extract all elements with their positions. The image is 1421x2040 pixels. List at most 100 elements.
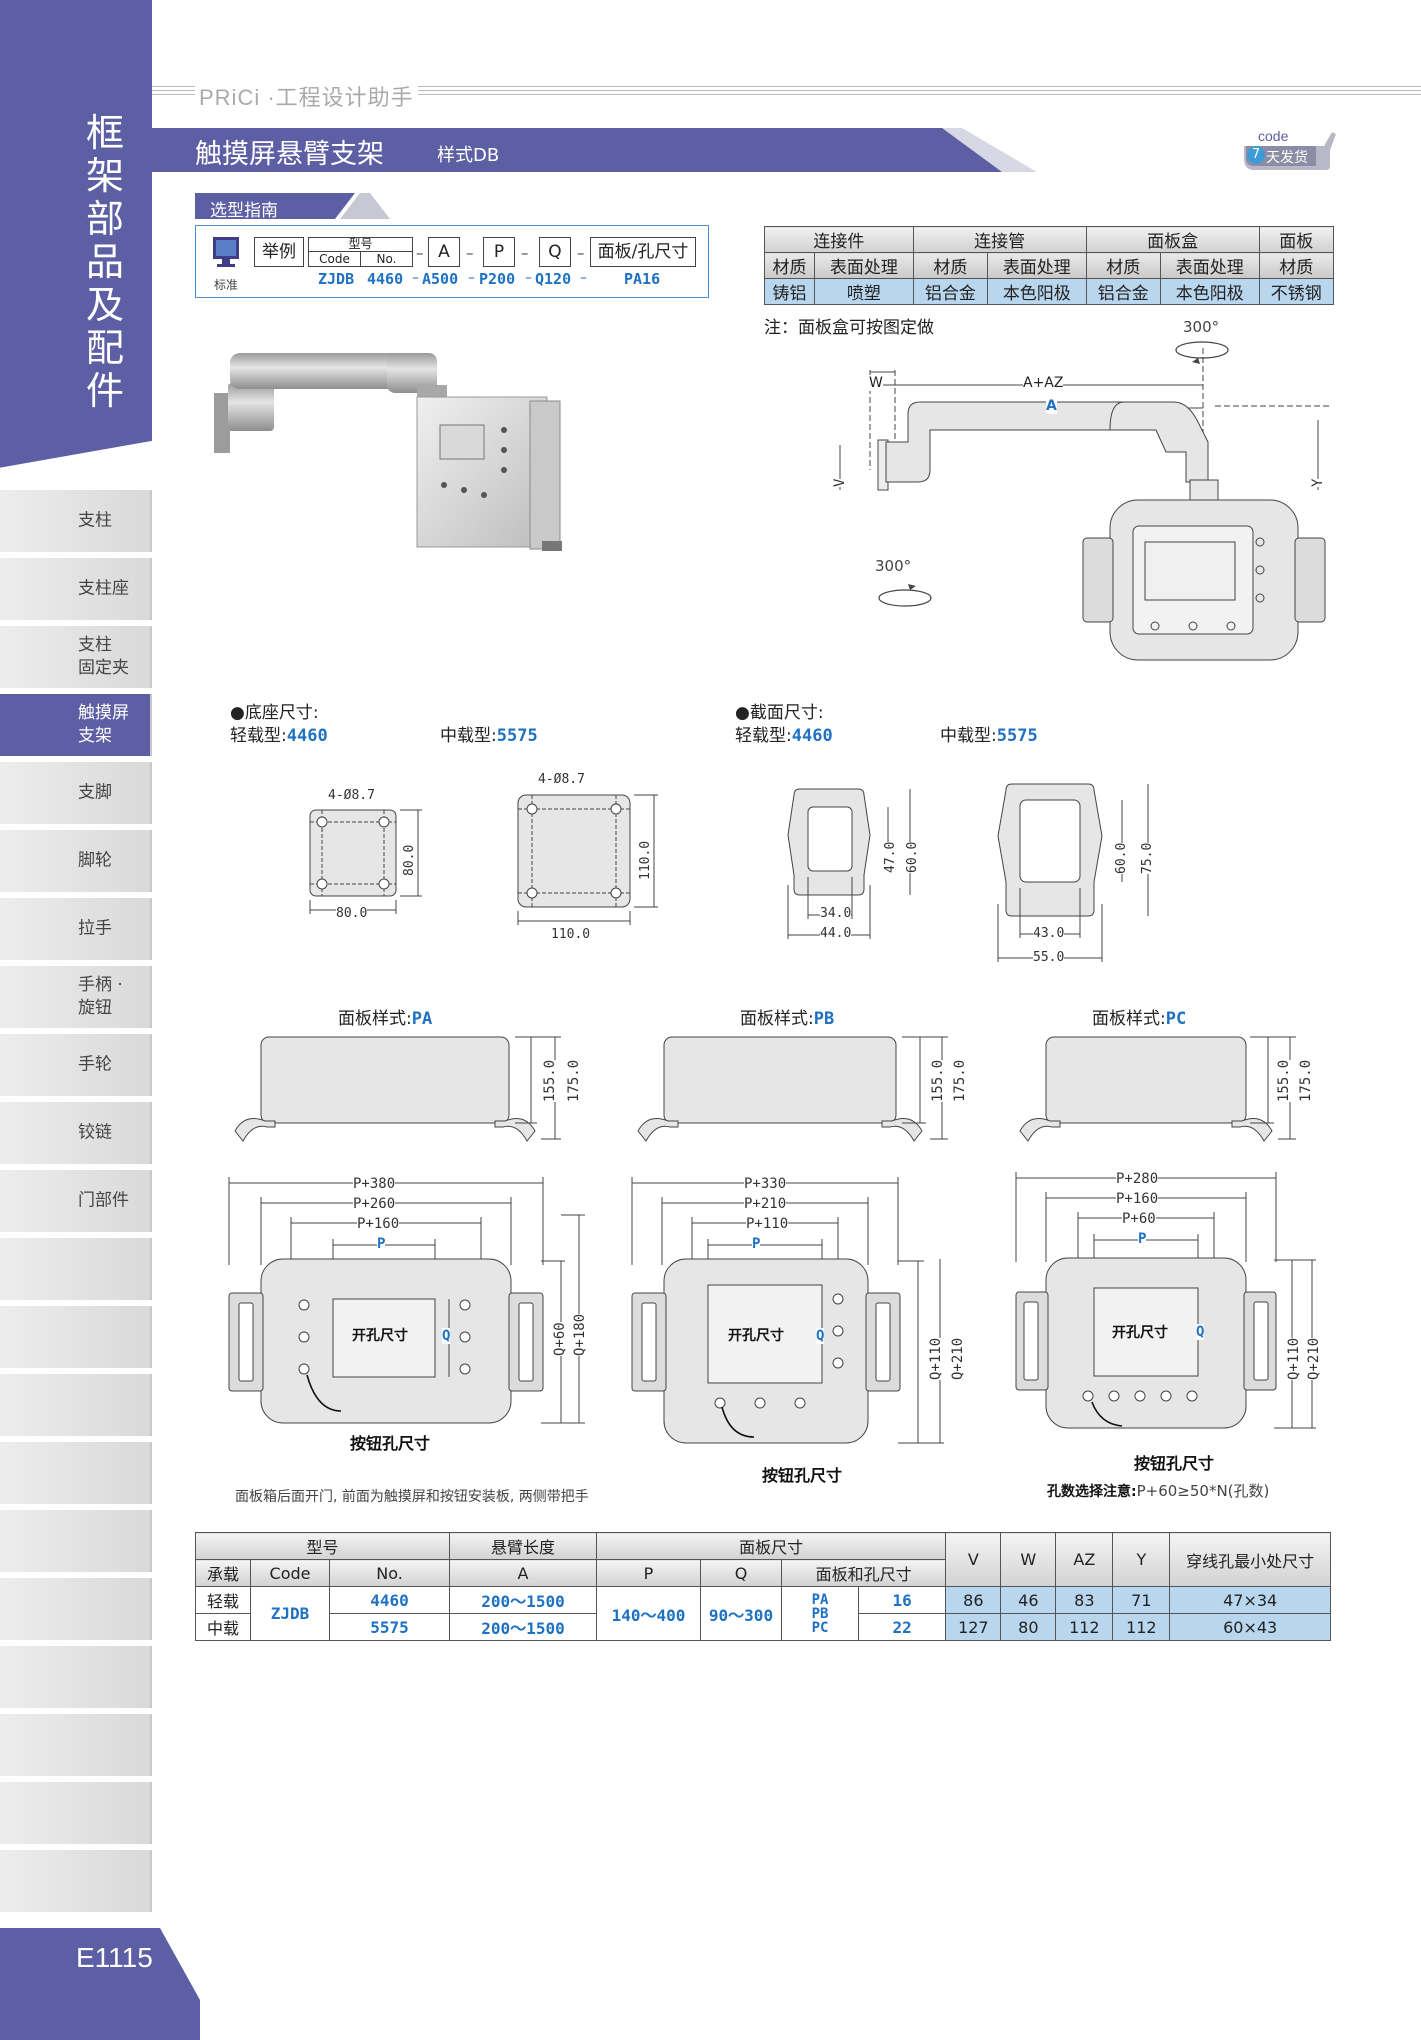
base-light-row: 轻载型:4460 — [230, 721, 328, 746]
panel-style-pc-label: 面板样式:PC — [1092, 1009, 1187, 1029]
spec-panel-code: PA — [811, 1591, 829, 1608]
spec-panel-code: PC — [811, 1619, 829, 1636]
spec-w: 80 — [1000, 1613, 1057, 1641]
sidebar-item-label: 脚轮 — [78, 850, 112, 871]
sidebar-item-pillar-base[interactable]: 支柱座 — [0, 558, 152, 620]
spec-hole: 22 — [857, 1613, 947, 1641]
brand-rule — [152, 86, 1421, 98]
page-number: E1115 — [76, 1942, 153, 1973]
panel-pa-q: Q — [442, 1328, 451, 1344]
sidebar-item-handle-knob[interactable]: 手柄 · 旋钮 — [0, 966, 152, 1028]
assembly-drawing — [839, 341, 1330, 661]
spec-q: 90～300 — [700, 1586, 782, 1641]
spec-a: 200～1500 — [449, 1586, 597, 1614]
base-medium-code: 5575 — [496, 726, 538, 746]
hole-note: 孔数选择注意:P+60≥50*N(孔数) — [1047, 1480, 1269, 1501]
base-medium-drawing — [517, 794, 658, 925]
sidebar-item-handwheel[interactable]: 手轮 — [0, 1034, 152, 1096]
panel-pc-button-holes-label: 按钮孔尺寸 — [1134, 1454, 1215, 1473]
base-light-label: 轻载型: — [230, 726, 287, 746]
panel-pc-width-2: P+160 — [1116, 1191, 1159, 1207]
panel-pb-height-2: 175.0 — [952, 1059, 968, 1102]
panel-note: 面板箱后面开门, 前面为触摸屏和按钮安装板, 两侧带把手 — [235, 1489, 589, 1505]
sidebar-item-empty — [0, 1646, 152, 1708]
panel-pb-width-3: P+110 — [746, 1216, 789, 1232]
sidebar-item-empty — [0, 1374, 152, 1436]
panel-pa-width-1: P+380 — [353, 1176, 396, 1192]
sidebar-item-feet[interactable]: 支脚 — [0, 762, 152, 824]
assembly-dim-a-az: A+AZ — [1023, 375, 1064, 391]
sidebar-item-door-parts[interactable]: 门部件 — [0, 1170, 152, 1232]
material-group: 连接管 — [912, 226, 1087, 253]
panel-pa-q1: Q+60 — [552, 1322, 568, 1356]
panel-pb-width-2: P+210 — [744, 1196, 787, 1212]
sidebar-item-pillar[interactable]: 支柱 — [0, 490, 152, 552]
guide-value-separator: – — [580, 270, 587, 286]
sidebar-item-touchscreen-bracket[interactable]: 触摸屏 支架 — [0, 694, 152, 756]
panel-pb-side-view — [637, 1036, 948, 1142]
base-medium-holes: 4-Ø8.7 — [538, 772, 585, 787]
spec-table: 型号 悬臂长度 面板尺寸 V W AZ Y 穿线孔最小处尺寸 承载 Code N… — [195, 1532, 1331, 1641]
base-medium-width: 110.0 — [551, 927, 591, 942]
panel-pc-front-view — [1015, 1172, 1316, 1429]
hole-note-formula: P+60≥50*N(孔数) — [1136, 1482, 1270, 1500]
guide-value-a: A500 — [422, 270, 459, 288]
panel-style-pc-code: PC — [1165, 1009, 1187, 1029]
spec-load: 中载 — [195, 1613, 251, 1641]
section-light-code: 4460 — [791, 726, 833, 746]
assembly-dim-a: A — [1046, 398, 1057, 414]
panel-pc-width-1: P+280 — [1116, 1171, 1159, 1187]
spec-v: 86 — [945, 1586, 1002, 1614]
sidebar-item-hinge[interactable]: 铰链 — [0, 1102, 152, 1164]
sidebar-header-notch — [0, 440, 152, 468]
material-group: 面板 — [1258, 226, 1335, 253]
material-value: 铸铝 — [763, 278, 816, 305]
section-medium-inner-width: 43.0 — [1033, 926, 1065, 941]
section-medium-inner-height: 60.0 — [1114, 842, 1129, 874]
sidebar-item-label: 手柄 · 旋钮 — [78, 975, 123, 1018]
sidebar-nav: 支柱 支柱座 支柱 固定夹 触摸屏 支架 支脚 脚轮 拉手 手柄 · 旋钮 手轮… — [0, 490, 152, 1918]
sidebar-item-casters[interactable]: 脚轮 — [0, 830, 152, 892]
material-value: 本色阳极 — [987, 278, 1087, 305]
spec-header-code: Code — [250, 1559, 330, 1587]
guide-value-p: P200 — [479, 270, 516, 288]
section-medium-code: 5575 — [996, 726, 1038, 746]
sidebar-item-label: 铰链 — [78, 1122, 112, 1143]
monitor-icon — [213, 237, 239, 267]
guide-standard-label: 标准 — [214, 278, 239, 292]
panel-style-pb-label: 面板样式:PB — [740, 1009, 835, 1029]
guide-value-no: 4460 — [367, 270, 404, 288]
panel-pc-q1: Q+110 — [1286, 1337, 1302, 1380]
spec-az: 112 — [1055, 1613, 1114, 1641]
sidebar-item-empty — [0, 1510, 152, 1572]
guide-value-q: Q120 — [535, 270, 572, 288]
spec-header-az: AZ — [1055, 1532, 1114, 1587]
section-medium-outer-height: 75.0 — [1140, 842, 1155, 874]
base-medium-label: 中载型: — [440, 726, 497, 746]
sidebar-header-band — [0, 0, 152, 468]
panel-pc-q: Q — [1196, 1324, 1205, 1340]
assembly-dim-v: V — [832, 478, 848, 487]
section-medium-label: 中载型: — [940, 726, 997, 746]
title-band — [152, 128, 1037, 172]
spec-header-panel: 面板尺寸 — [595, 1532, 947, 1560]
material-group: 面板盒 — [1085, 226, 1260, 253]
badge-days: 7 — [1247, 146, 1265, 164]
sidebar-item-label: 拉手 — [78, 918, 112, 939]
sidebar-item-pillar-clamp[interactable]: 支柱 固定夹 — [0, 626, 152, 688]
product-photo — [214, 353, 562, 551]
assembly-dim-y: Y — [1310, 478, 1326, 487]
sidebar-item-pull-handle[interactable]: 拉手 — [0, 898, 152, 960]
page-subtitle: 样式DB — [437, 145, 500, 166]
spec-header-type: 型号 — [195, 1532, 450, 1560]
material-value: 不锈钢 — [1258, 278, 1335, 305]
base-light-holes: 4-Ø8.7 — [328, 788, 375, 803]
panel-pb-height-1: 155.0 — [930, 1059, 946, 1102]
section-title: 框 架 部 品 及 配 件 — [85, 111, 124, 413]
page-number-tab — [0, 1928, 200, 2040]
material-header: 材质 — [1085, 252, 1161, 279]
panel-pb-q1: Q+110 — [928, 1337, 944, 1380]
guide-separator: – — [466, 244, 474, 262]
guide-no-label: No. — [376, 252, 397, 266]
panel-pc-q2: Q+210 — [1306, 1337, 1322, 1380]
